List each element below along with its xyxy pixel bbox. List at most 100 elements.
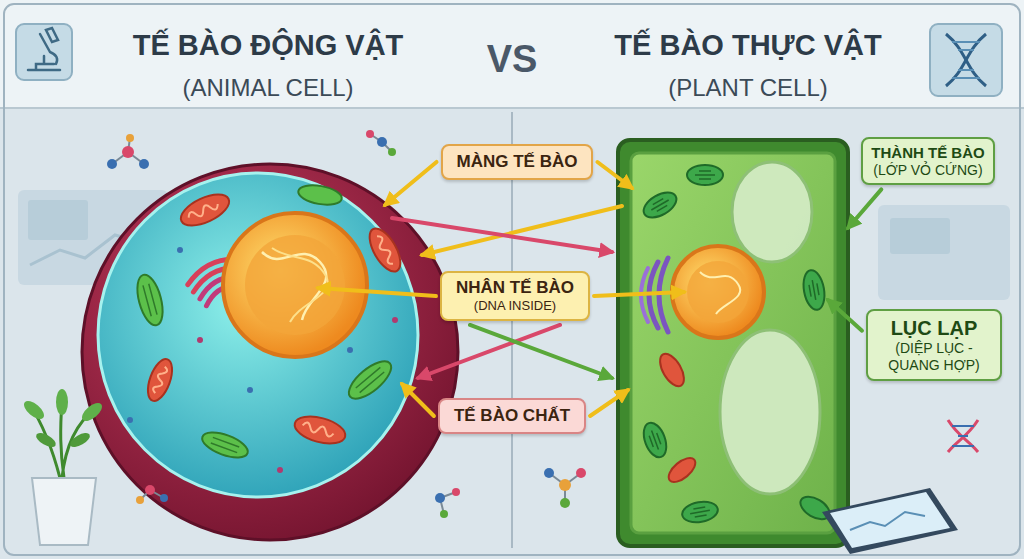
molecule [107, 130, 586, 518]
box-heading: MÀNG TẾ BÀO [457, 152, 578, 172]
leader-arrow [385, 162, 437, 205]
plant-pot [79, 400, 105, 425]
box-subtext: (DIỆP LỤC - QUANG HỢP) [876, 340, 992, 374]
leader-arrow [402, 384, 434, 416]
plant-pot [21, 389, 105, 545]
endoplasmic-reticulum [133, 272, 168, 328]
mitochondrion [143, 356, 177, 404]
dna-icon [946, 34, 986, 86]
chloroplast [801, 269, 828, 312]
molecule [559, 479, 571, 491]
nucleus [700, 272, 740, 314]
chloroplast [681, 499, 720, 525]
endoplasmic-reticulum [343, 355, 397, 405]
microscope-icon [28, 28, 60, 70]
nucleus [223, 213, 367, 357]
molecule [544, 468, 554, 478]
animal-cell [98, 173, 418, 497]
background [890, 218, 950, 254]
dna-icon [946, 34, 986, 86]
mitochondrion [292, 412, 348, 449]
mitochondrion [143, 356, 177, 404]
molecule [126, 134, 134, 142]
chloroplast [695, 171, 715, 179]
chloroplast [639, 165, 833, 525]
vacuole [720, 330, 820, 494]
plant-pot [34, 430, 58, 450]
panel-subtitle: (PLANT CELL) [668, 74, 828, 102]
endoplasmic-reticulum [297, 182, 343, 207]
box-heading: LỤC LẠP [876, 316, 992, 340]
tablet [850, 512, 925, 530]
panel-subtitle: (ANIMAL CELL) [182, 74, 353, 102]
plant-cell [631, 153, 835, 533]
cell-granules [247, 387, 253, 393]
dna-decoration [952, 426, 974, 446]
box-heading: TẾ BÀO CHẤT [454, 406, 570, 426]
box-heading: NHÂN TẾ BÀO [456, 278, 574, 298]
molecule [136, 496, 144, 504]
endoplasmic-reticulum [297, 182, 343, 207]
mitochondrion [292, 412, 348, 449]
mitochondrion [665, 454, 700, 487]
nucleus [245, 235, 345, 335]
nucleus [687, 261, 749, 323]
label-box: MÀNG TẾ BÀO [441, 144, 594, 180]
endoplasmic-reticulum [356, 367, 384, 392]
molecule [107, 159, 117, 169]
molecule [136, 485, 168, 504]
molecule [366, 130, 396, 156]
plant-pot [21, 398, 47, 423]
dna-decoration [948, 420, 978, 452]
vacuole [732, 162, 812, 262]
chloroplast [639, 187, 680, 222]
chloroplast [639, 420, 670, 461]
endoplasmic-reticulum [143, 284, 157, 316]
dna-decoration [948, 420, 978, 452]
chloroplast [681, 499, 720, 525]
tablet [822, 488, 958, 554]
panel-title: TẾ BÀO THỰC VẬT [614, 29, 881, 62]
background [0, 0, 1024, 108]
tablet [830, 492, 950, 548]
molecule [139, 159, 149, 169]
label-box: TẾ BÀO CHẤT [438, 398, 586, 434]
leader-arrow [318, 288, 436, 296]
label-box: THÀNH TẾ BÀO(LỚP VỎ CỨNG) [861, 137, 994, 186]
chloroplast [808, 279, 819, 300]
background [0, 107, 1024, 109]
mitochondrion [143, 188, 406, 448]
endoplasmic-reticulum [343, 355, 397, 405]
leader-lines [318, 162, 881, 416]
background [28, 200, 88, 240]
chloroplast [639, 420, 670, 461]
mitochondrion [655, 350, 689, 390]
mitochondrion [176, 188, 233, 232]
chloroplast [801, 269, 828, 312]
box-subtext: (LỚP VỎ CỨNG) [871, 162, 984, 179]
plant-cell [618, 140, 848, 546]
dna-icon [930, 24, 1002, 96]
cell-granules [392, 317, 398, 323]
leader-arrow [848, 189, 881, 228]
versus-text: VS [487, 38, 538, 82]
background [878, 205, 1010, 300]
endoplasmic-reticulum [199, 427, 251, 462]
tablet [822, 488, 958, 554]
molecule [440, 510, 448, 518]
dna-icon [952, 42, 980, 78]
mitochondrion [655, 350, 699, 487]
mitochondrion [665, 454, 700, 487]
leader-arrow [828, 300, 862, 331]
mitochondrion [363, 224, 406, 277]
label-box: LỤC LẠP(DIỆP LỤC - QUANG HỢP) [866, 309, 1002, 381]
dna-icon [930, 24, 1002, 96]
mitochondrion [374, 234, 396, 265]
nucleus [262, 252, 326, 320]
nucleus [272, 248, 328, 322]
cell-granules [197, 337, 203, 343]
mitochondrion [187, 200, 219, 221]
